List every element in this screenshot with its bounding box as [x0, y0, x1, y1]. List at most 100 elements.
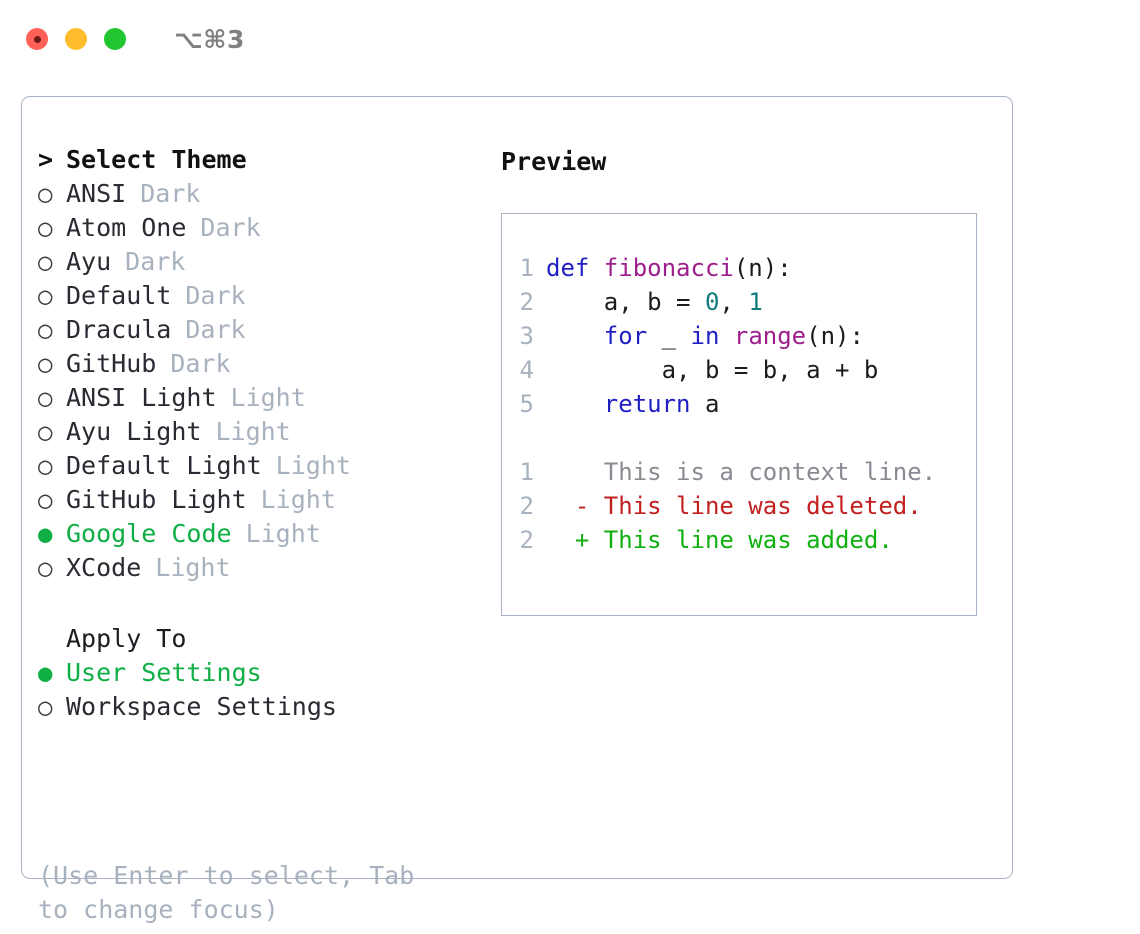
apply-to-group: Apply To ● User Settings ○ Workspace Settin… — [38, 624, 478, 726]
code-line: 3 for _ in range(n): — [502, 322, 976, 356]
radio-unselected-icon: ○ — [38, 418, 53, 446]
theme-option-name: GitHub — [66, 349, 157, 378]
close-window-icon[interactable] — [26, 28, 48, 50]
code-token-id — [546, 390, 604, 418]
code-line-number: 5 — [519, 390, 534, 418]
caret-icon: > — [38, 145, 54, 174]
code-token-kw: return — [603, 390, 691, 418]
theme-option-github[interactable]: ○ GitHub Dark — [38, 349, 478, 383]
theme-option-name: Google Code — [66, 519, 232, 548]
theme-option-name: Dracula — [66, 315, 172, 344]
radio-unselected-icon: ○ — [38, 486, 53, 514]
theme-option-variant: Light — [230, 383, 306, 412]
diff-line-text: This is a context line. — [546, 458, 937, 486]
code-token-punc: (n): — [733, 254, 792, 282]
code-line-text: a, b = b, a + b — [546, 356, 879, 384]
theme-list-title: Select Theme — [66, 145, 247, 174]
code-token-id: a, b = b, a + b — [546, 356, 879, 384]
radio-selected-icon: ● — [38, 659, 53, 687]
diff-line-text: + This line was added. — [546, 526, 893, 554]
radio-unselected-icon: ○ — [38, 693, 53, 721]
minimize-window-icon[interactable] — [65, 28, 87, 50]
radio-unselected-icon: ○ — [38, 384, 53, 412]
code-line-text: def fibonacci(n): — [546, 254, 792, 282]
apply-to-label: Apply To — [66, 624, 187, 653]
theme-option-name: XCode — [66, 553, 142, 582]
code-token-id — [719, 322, 733, 350]
theme-option-variant: Dark — [170, 349, 231, 378]
code-line: 1 def fibonacci(n): — [502, 254, 976, 288]
code-line: 2 a, b = 0, 1 — [502, 288, 976, 322]
theme-option-ansi-light[interactable]: ○ ANSI Light Light — [38, 383, 478, 417]
diff-sample: 1 This is a context line. 2 - This line w… — [502, 458, 976, 560]
code-token-id — [546, 322, 604, 350]
apply-to-option-workspace-settings[interactable]: ○ Workspace Settings — [38, 692, 478, 726]
theme-option-name: Default Light — [66, 451, 262, 480]
code-token-id: _ — [647, 322, 691, 350]
radio-unselected-icon: ○ — [38, 248, 53, 276]
radio-unselected-icon: ○ — [38, 214, 53, 242]
theme-option-atom-one[interactable]: ○ Atom One Dark — [38, 213, 478, 247]
theme-option-variant: Dark — [200, 213, 261, 242]
code-token-id: a — [690, 390, 720, 418]
code-line-text: return a — [546, 390, 720, 418]
apply-to-option-label: Workspace Settings — [66, 692, 337, 721]
theme-option-name: GitHub Light — [66, 485, 247, 514]
radio-unselected-icon: ○ — [38, 452, 53, 480]
radio-selected-icon: ● — [38, 520, 53, 548]
radio-unselected-icon: ○ — [38, 282, 53, 310]
theme-option-variant: Light — [275, 451, 351, 480]
title-bar: ⌥⌘3 — [0, 0, 1140, 78]
code-token-id: , — [719, 288, 749, 316]
keyboard-hint-text: (Use Enter to select, Tab to change focu… — [38, 861, 415, 924]
theme-option-name: ANSI — [66, 179, 127, 208]
code-diff-spacer — [502, 424, 976, 458]
preview-title: Preview — [501, 147, 607, 176]
theme-option-ayu-light[interactable]: ○ Ayu Light Light — [38, 417, 478, 451]
theme-option-name: Ayu — [66, 247, 112, 276]
theme-option-name: ANSI Light — [66, 383, 217, 412]
diff-line-number: 2 — [519, 526, 534, 554]
code-token-kw: def — [546, 254, 604, 282]
zoom-window-icon[interactable] — [104, 28, 126, 50]
code-line-number: 3 — [519, 322, 534, 350]
diff-line-number: 1 — [519, 458, 534, 486]
traffic-light-group — [26, 28, 126, 50]
radio-unselected-icon: ○ — [38, 316, 53, 344]
theme-option-variant: Light — [245, 519, 321, 548]
code-token-id: a, b = — [546, 288, 705, 316]
theme-option-xcode[interactable]: ○ XCode Light — [38, 553, 478, 587]
radio-unselected-icon: ○ — [38, 554, 53, 582]
apply-to-option-user-settings[interactable]: ● User Settings — [38, 658, 478, 692]
theme-option-variant: Light — [155, 553, 231, 582]
code-token-num: 0 — [704, 288, 720, 316]
code-token-kw: for — [603, 322, 648, 350]
apply-to-title-row: Apply To — [38, 624, 478, 658]
radio-unselected-icon: ○ — [38, 350, 53, 378]
theme-option-variant: Dark — [185, 281, 246, 310]
theme-option-name: Atom One — [66, 213, 187, 242]
diff-line-del: 2 - This line was deleted. — [502, 492, 976, 526]
theme-option-variant: Light — [215, 417, 291, 446]
theme-option-name: Ayu Light — [66, 417, 202, 446]
code-line: 4 a, b = b, a + b — [502, 356, 976, 390]
theme-list-header: > Select Theme — [38, 145, 478, 179]
theme-option-variant: Dark — [140, 179, 201, 208]
theme-option-default-light[interactable]: ○ Default Light Light — [38, 451, 478, 485]
apply-to-options-container: ● User Settings ○ Workspace Settings — [38, 658, 478, 726]
code-line-number: 1 — [519, 254, 534, 282]
apply-to-option-label: User Settings — [66, 658, 262, 687]
theme-option-google-code[interactable]: ● Google Code Light — [38, 519, 478, 553]
diff-line-text: - This line was deleted. — [546, 492, 922, 520]
